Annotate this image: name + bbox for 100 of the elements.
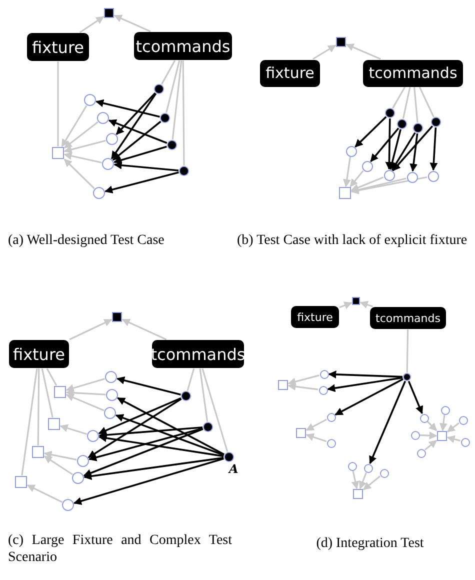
circle-node	[320, 370, 328, 378]
arrow	[66, 388, 106, 397]
arrow	[122, 318, 167, 340]
arrow	[420, 432, 438, 440]
arrow	[424, 440, 438, 451]
square-node	[437, 431, 447, 441]
square-node	[54, 386, 66, 398]
circle-node	[364, 464, 372, 472]
arrow	[113, 146, 167, 164]
circle-node	[160, 113, 170, 123]
arrow	[110, 93, 157, 160]
circle-node	[106, 133, 118, 145]
circle-node	[84, 94, 96, 106]
arrow	[104, 172, 179, 194]
arrow	[116, 92, 156, 135]
square-node	[296, 428, 306, 438]
circle-node	[406, 172, 418, 182]
arrow	[117, 397, 225, 456]
arrow	[115, 414, 224, 456]
connector-line	[161, 60, 176, 85]
arrow	[350, 176, 428, 194]
arrow	[328, 370, 403, 378]
arrow	[64, 152, 102, 164]
connector-line	[172, 60, 182, 140]
square-node	[352, 297, 360, 305]
circle-node	[380, 468, 388, 478]
square-node	[32, 446, 44, 458]
arrow	[362, 475, 381, 490]
circle-node	[104, 407, 116, 419]
circle-node	[385, 108, 395, 118]
arrow	[327, 376, 403, 392]
arrow	[73, 458, 224, 505]
arrow	[370, 128, 400, 162]
square-node	[336, 37, 346, 47]
arrow	[98, 426, 203, 439]
arrow	[26, 484, 63, 503]
arrow	[360, 300, 374, 309]
name-tag: fixture	[291, 306, 339, 328]
connector-line	[21, 368, 38, 476]
arrow	[334, 378, 404, 416]
arrow	[446, 422, 460, 432]
connector-line	[414, 86, 418, 123]
arrow	[96, 99, 160, 118]
figure-caption: (d) Integration Test	[315, 535, 425, 552]
arrow	[116, 376, 181, 396]
name-tag: fixture	[9, 340, 69, 368]
arrow	[342, 156, 351, 188]
square-node	[15, 476, 27, 488]
arrow	[369, 380, 406, 464]
arrow	[108, 119, 168, 144]
arrow	[358, 472, 367, 490]
circle-node	[179, 166, 189, 176]
square-node	[278, 380, 288, 390]
arrow	[114, 161, 179, 172]
square-node	[48, 418, 60, 430]
figure-caption: (c) Large Fixture and Complex Test Scenario	[8, 532, 232, 566]
circle-node	[106, 389, 118, 401]
name-tag: tcommands	[370, 307, 446, 329]
arrow	[69, 318, 112, 340]
arrow	[346, 44, 381, 60]
name-tag: fixture	[27, 33, 89, 61]
arrow	[288, 382, 318, 391]
arrow	[426, 420, 438, 432]
arrow	[306, 418, 327, 431]
circle-node	[431, 117, 441, 127]
circle-node	[62, 499, 74, 511]
circle-node	[97, 112, 109, 124]
circle-node	[326, 412, 336, 422]
circle-node	[420, 414, 428, 422]
square-node	[52, 147, 64, 159]
circle-node	[362, 160, 372, 172]
circle-node	[416, 448, 426, 458]
arrow	[98, 434, 224, 458]
circle-node	[458, 416, 468, 424]
arrow	[60, 424, 88, 435]
square-node	[104, 8, 114, 18]
arrow	[66, 394, 104, 412]
circle-node	[77, 455, 89, 467]
connector-line	[202, 368, 228, 452]
arrow	[430, 127, 438, 171]
circle-node	[72, 472, 84, 484]
connector-line	[41, 368, 54, 418]
arrow	[288, 374, 320, 386]
circle-node	[167, 140, 177, 150]
circle-node	[318, 386, 328, 394]
arrow	[64, 121, 98, 149]
connector-line	[37, 368, 40, 446]
arrow	[114, 14, 151, 32]
circle-node	[181, 391, 191, 401]
square-node	[112, 312, 122, 322]
connector-line	[418, 86, 434, 118]
connector-line	[392, 86, 406, 109]
arrow	[79, 16, 104, 34]
circle-node	[384, 170, 394, 180]
arrow	[83, 428, 204, 477]
circle-node	[460, 438, 470, 446]
arrow	[44, 456, 74, 476]
arrow	[339, 302, 352, 310]
arrow	[391, 132, 416, 171]
connector-line	[402, 86, 411, 119]
